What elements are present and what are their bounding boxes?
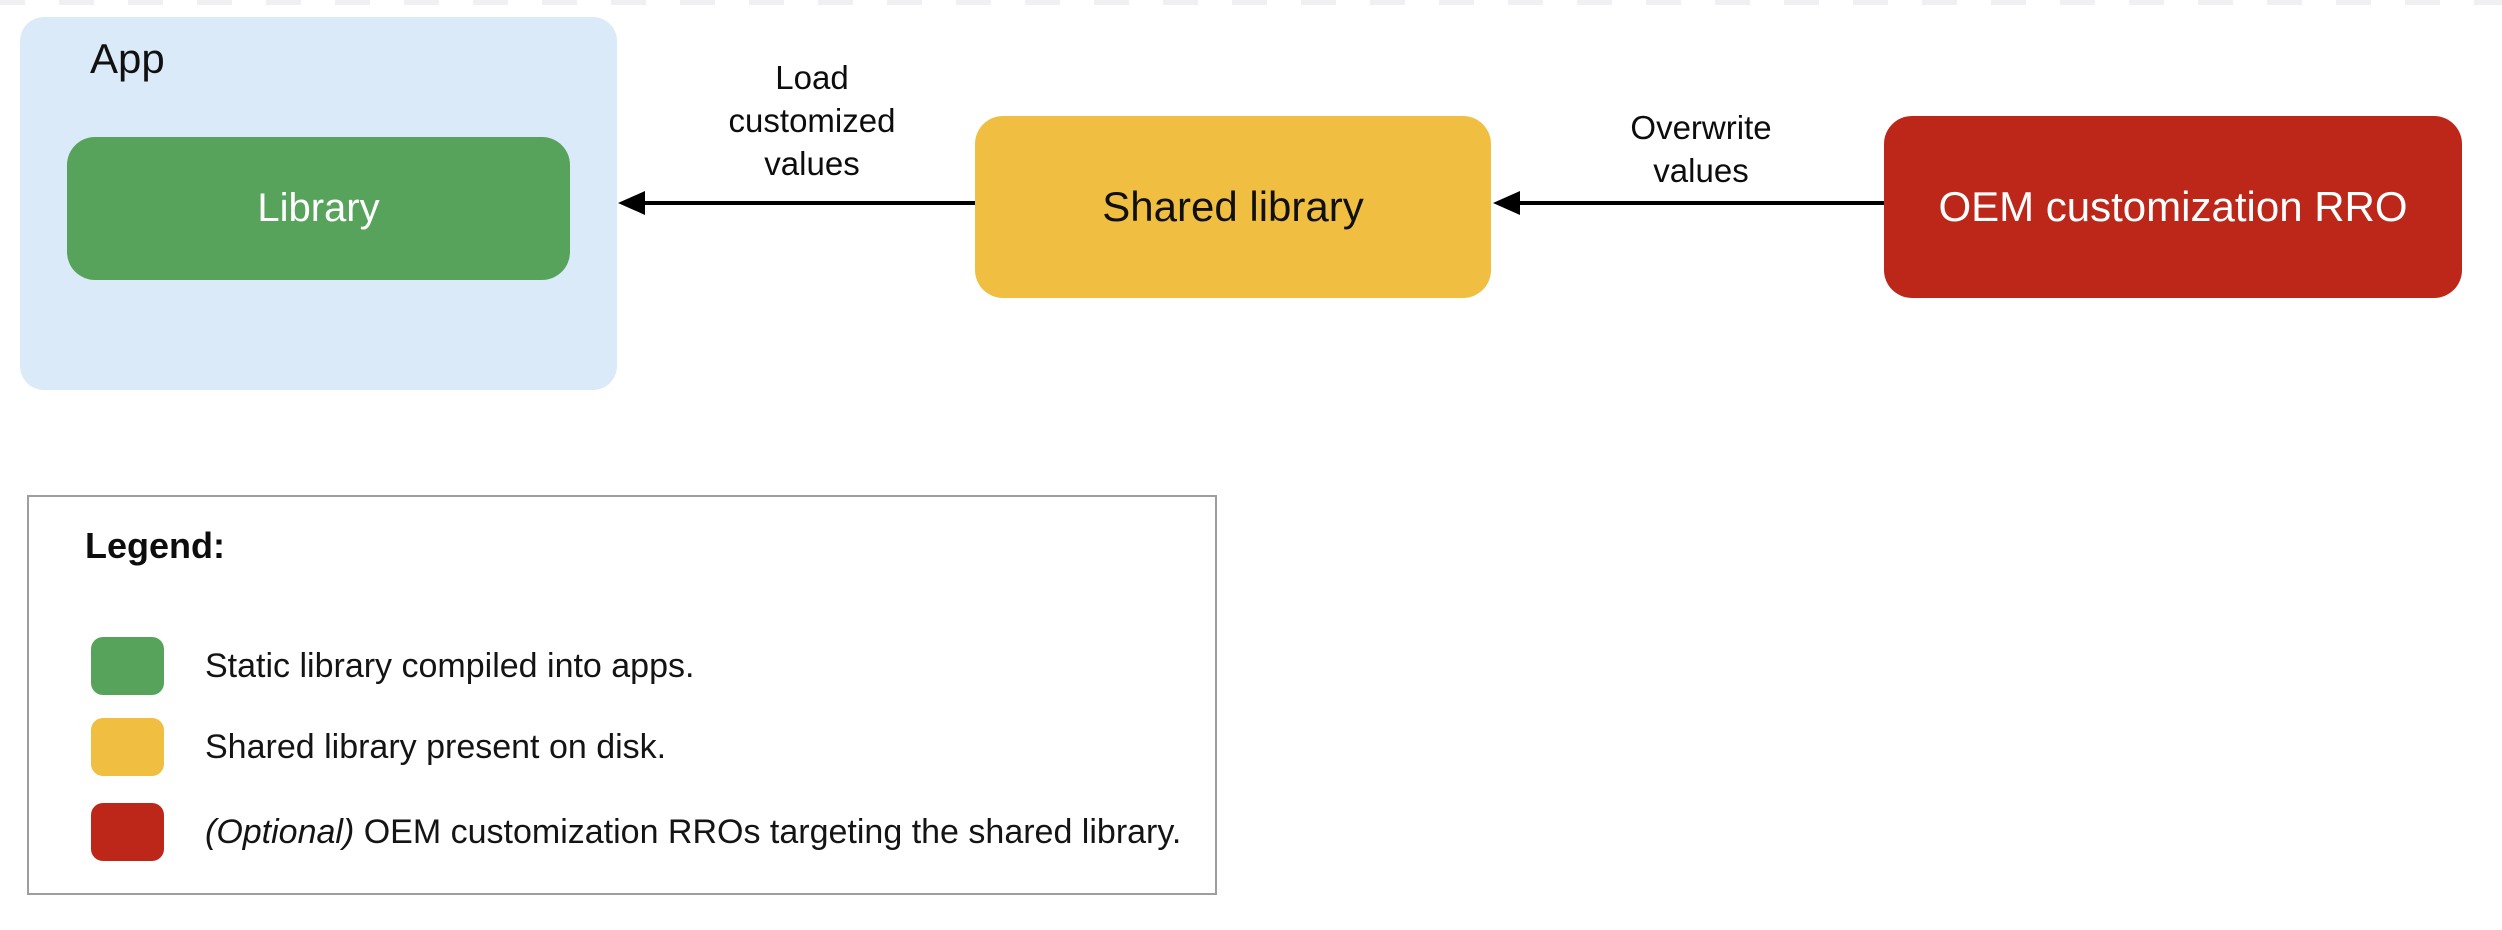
library-box: Library bbox=[67, 137, 570, 280]
load-arrow-line bbox=[644, 201, 975, 205]
legend-item: Shared library present on disk. bbox=[91, 718, 666, 776]
oem-rro-label: OEM customization RRO bbox=[1938, 183, 2408, 230]
legend-item: Static library compiled into apps. bbox=[91, 637, 694, 695]
load-arrow-label: Load customized values bbox=[728, 59, 896, 182]
legend-item-prefix: (Optional) bbox=[205, 812, 355, 851]
shared-library-box: Shared library bbox=[975, 116, 1491, 298]
legend-title: Legend: bbox=[85, 525, 225, 566]
legend-item-body: Static library compiled into apps. bbox=[205, 646, 695, 685]
overwrite-arrow-head-icon bbox=[1493, 191, 1520, 215]
legend-item-text: (Optional) OEM customization RROs target… bbox=[205, 813, 1181, 852]
legend-item-text: Static library compiled into apps. bbox=[205, 647, 694, 686]
shared-library-label: Shared library bbox=[1102, 183, 1364, 230]
legend-item-text: Shared library present on disk. bbox=[205, 728, 666, 767]
library-label: Library bbox=[257, 186, 380, 230]
legend-box: Legend: Static library compiled into app… bbox=[27, 495, 1217, 895]
legend-swatch-yellow bbox=[91, 718, 164, 776]
app-container-box: App Library bbox=[20, 17, 617, 390]
overwrite-arrow-label: Overwrite values bbox=[1630, 109, 1772, 189]
legend-item-body: OEM customization RROs targeting the sha… bbox=[354, 812, 1182, 851]
overwrite-arrow-line bbox=[1519, 201, 1884, 205]
legend-swatch-red bbox=[91, 803, 164, 861]
load-arrow-head-icon bbox=[618, 191, 645, 215]
oem-rro-box: OEM customization RRO bbox=[1884, 116, 2462, 298]
app-label: App bbox=[90, 35, 165, 82]
legend-swatch-green bbox=[91, 637, 164, 695]
top-dashed-border bbox=[0, 0, 2502, 5]
legend-item: (Optional) OEM customization RROs target… bbox=[91, 803, 1181, 861]
legend-item-body: Shared library present on disk. bbox=[205, 727, 667, 766]
